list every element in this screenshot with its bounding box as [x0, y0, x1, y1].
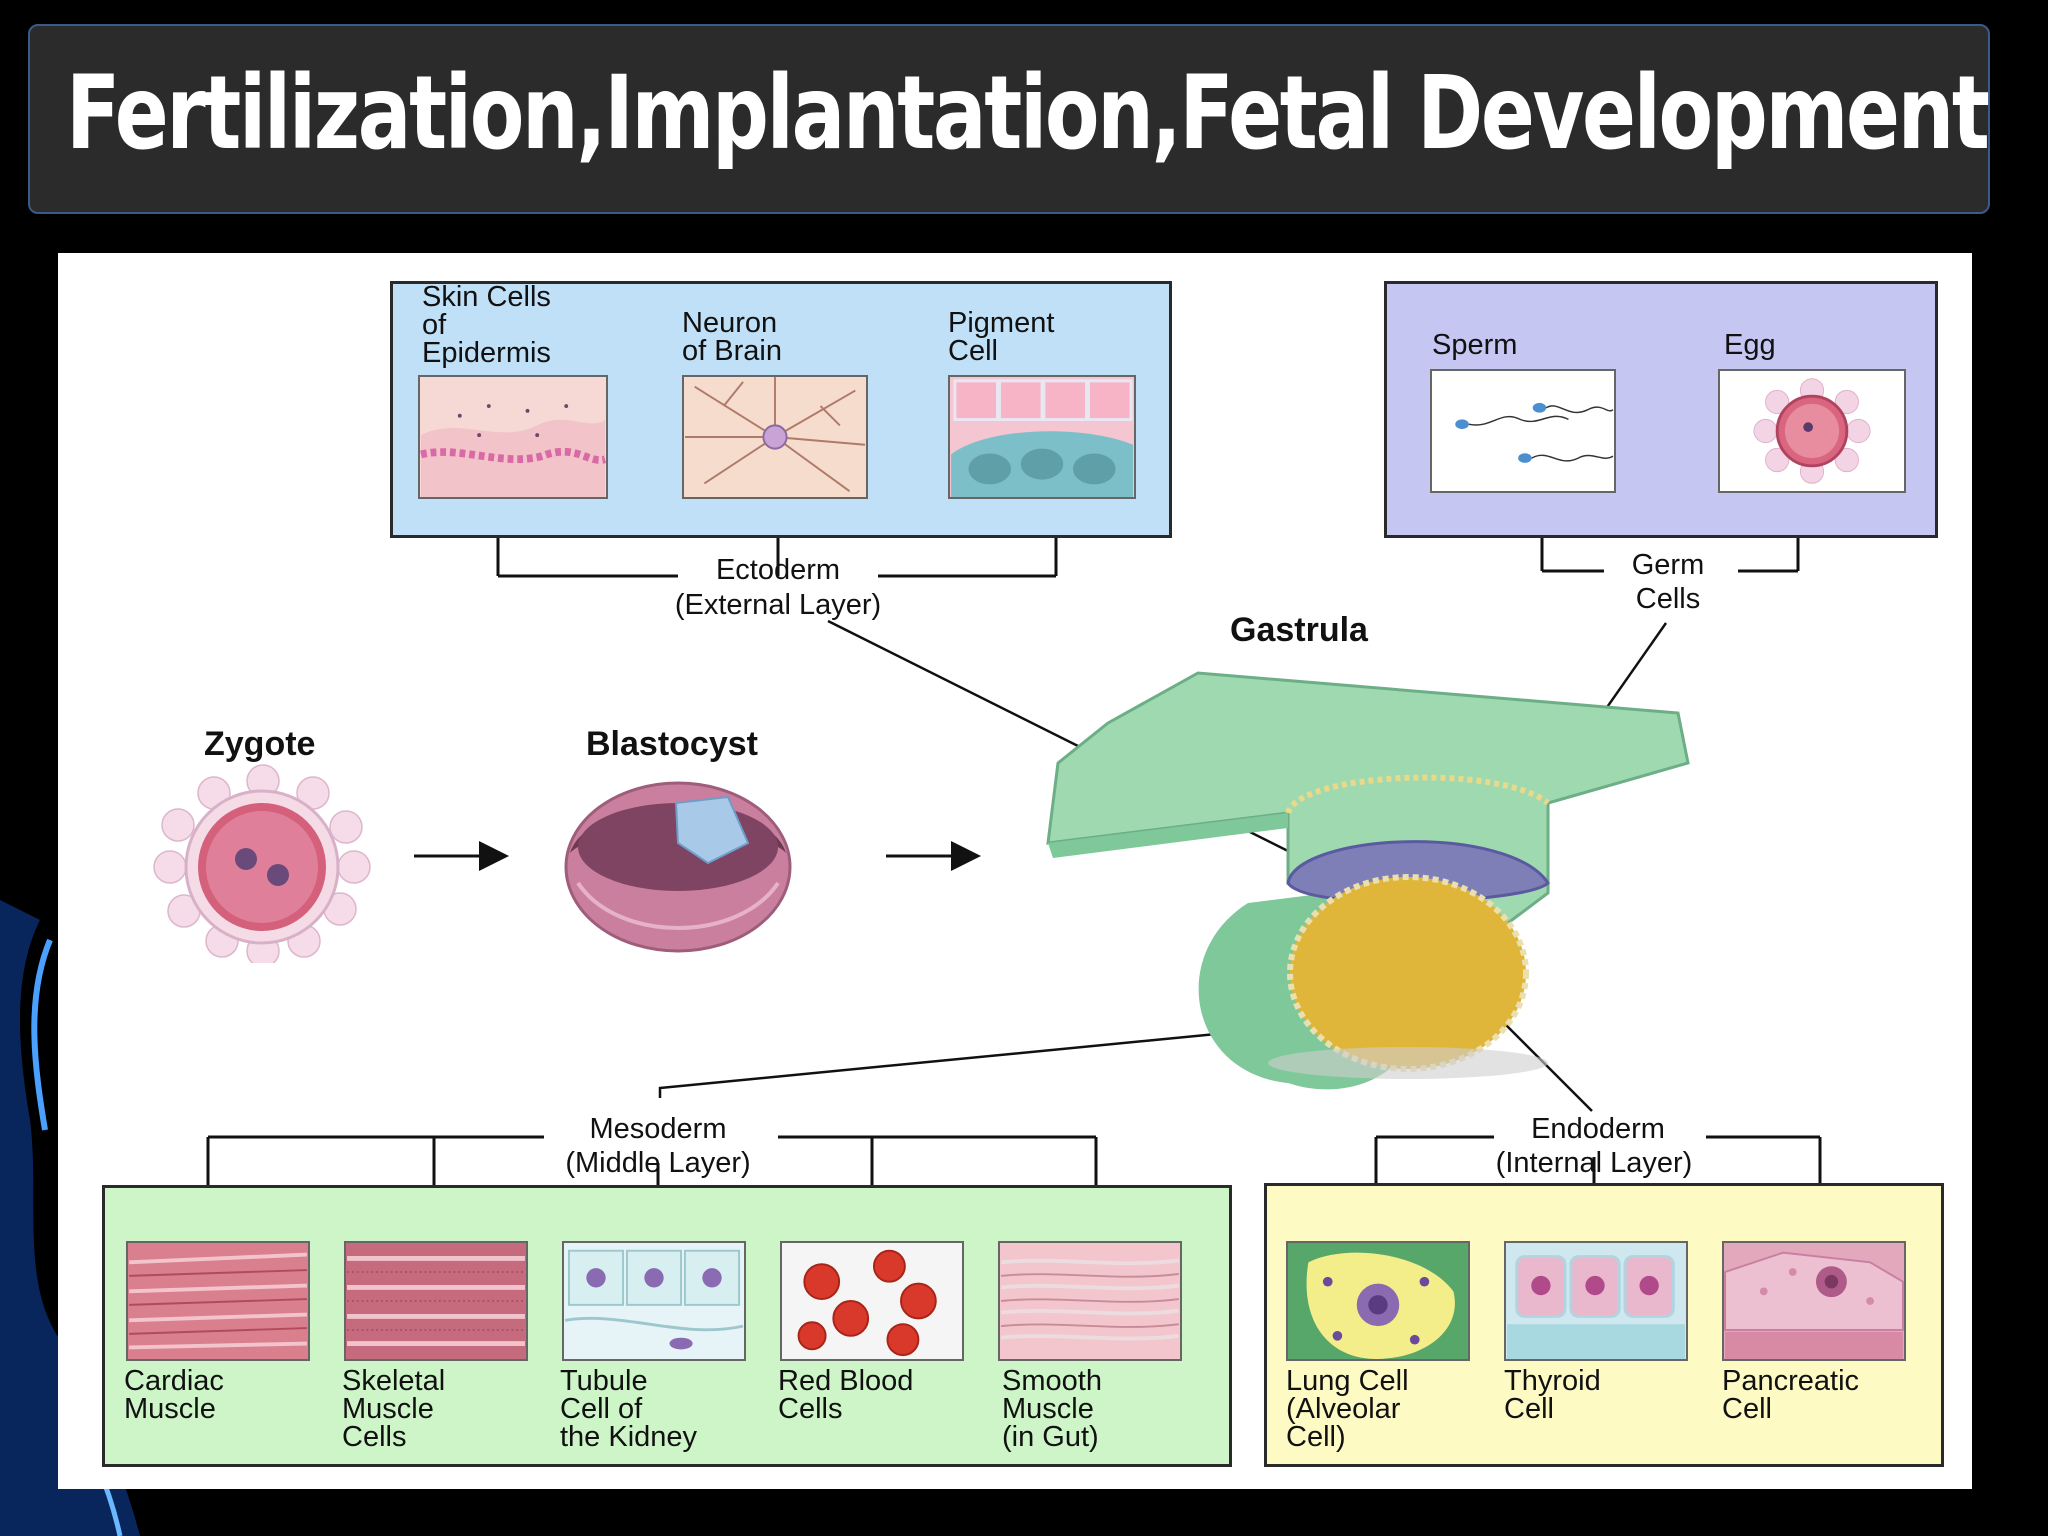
- pancreatic-cell-image: [1722, 1241, 1906, 1361]
- blastocyst-label: Blastocyst: [586, 725, 758, 763]
- pigment-cell-image: [948, 375, 1136, 499]
- mesoderm-cell-label: Smooth Muscle (in Gut): [1002, 1365, 1102, 1453]
- mesoderm-cell-label: Cardiac Muscle: [124, 1365, 224, 1425]
- ectoderm-label: Ectoderm: [715, 554, 841, 586]
- title-bar: Fertilization,Implantation,Fetal Develop…: [28, 24, 1990, 214]
- diagram-panel: Skin Cells of Epidermis Neuron of Brain …: [58, 253, 1972, 1489]
- mesoderm-cell-label: Red Blood Cells: [778, 1365, 914, 1425]
- germ-cell-label: Egg: [1724, 329, 1776, 361]
- endoderm-sublabel: (Internal Layer): [1495, 1147, 1693, 1179]
- zygote-image: [153, 764, 371, 963]
- skin-cells-image: [418, 375, 608, 499]
- egg-image: [1718, 369, 1906, 493]
- mesoderm-pointer: [658, 1027, 1269, 1098]
- ectoderm-cell-label: Skin Cells of Epidermis: [422, 281, 551, 369]
- endoderm-cell-label: Lung Cell (Alveolar Cell): [1286, 1365, 1409, 1453]
- smooth-muscle-image: [998, 1241, 1182, 1361]
- ectoderm-cell-label: Pigment Cell: [948, 307, 1055, 367]
- cardiac-muscle-image: [126, 1241, 310, 1361]
- kidney-tubule-image: [562, 1241, 746, 1361]
- blastocyst-image: [564, 781, 792, 953]
- mesoderm-label: Mesoderm: [589, 1113, 727, 1145]
- endoderm-label: Endoderm: [1531, 1113, 1665, 1145]
- ectoderm-sublabel: (External Layer): [674, 589, 882, 621]
- mesoderm-cell-label: Tubule Cell of the Kidney: [560, 1365, 698, 1453]
- ectoderm-cell-label: Neuron of Brain: [682, 307, 782, 367]
- gastrula-image: [1046, 671, 1690, 1090]
- sperm-image: [1430, 369, 1616, 493]
- endoderm-cell-label: Pancreatic Cell: [1722, 1365, 1860, 1425]
- germ-cell-label: Sperm: [1432, 329, 1518, 361]
- red-blood-cells-image: [780, 1241, 964, 1361]
- germ-sublabel: Cells: [1635, 583, 1701, 615]
- mesoderm-sublabel: (Middle Layer): [565, 1147, 751, 1179]
- skeletal-muscle-image: [344, 1241, 528, 1361]
- germ-label: Germ: [1631, 549, 1705, 581]
- page-title: Fertilization,Implantation,Fetal Develop…: [66, 54, 1990, 173]
- gastrula-label: Gastrula: [1230, 611, 1368, 649]
- neuron-image: [682, 375, 868, 499]
- lung-cell-image: [1286, 1241, 1470, 1361]
- mesoderm-cell-label: Skeletal Muscle Cells: [342, 1365, 446, 1453]
- zygote-label: Zygote: [204, 725, 316, 763]
- thyroid-cell-image: [1504, 1241, 1688, 1361]
- endoderm-cell-label: Thyroid Cell: [1504, 1365, 1601, 1425]
